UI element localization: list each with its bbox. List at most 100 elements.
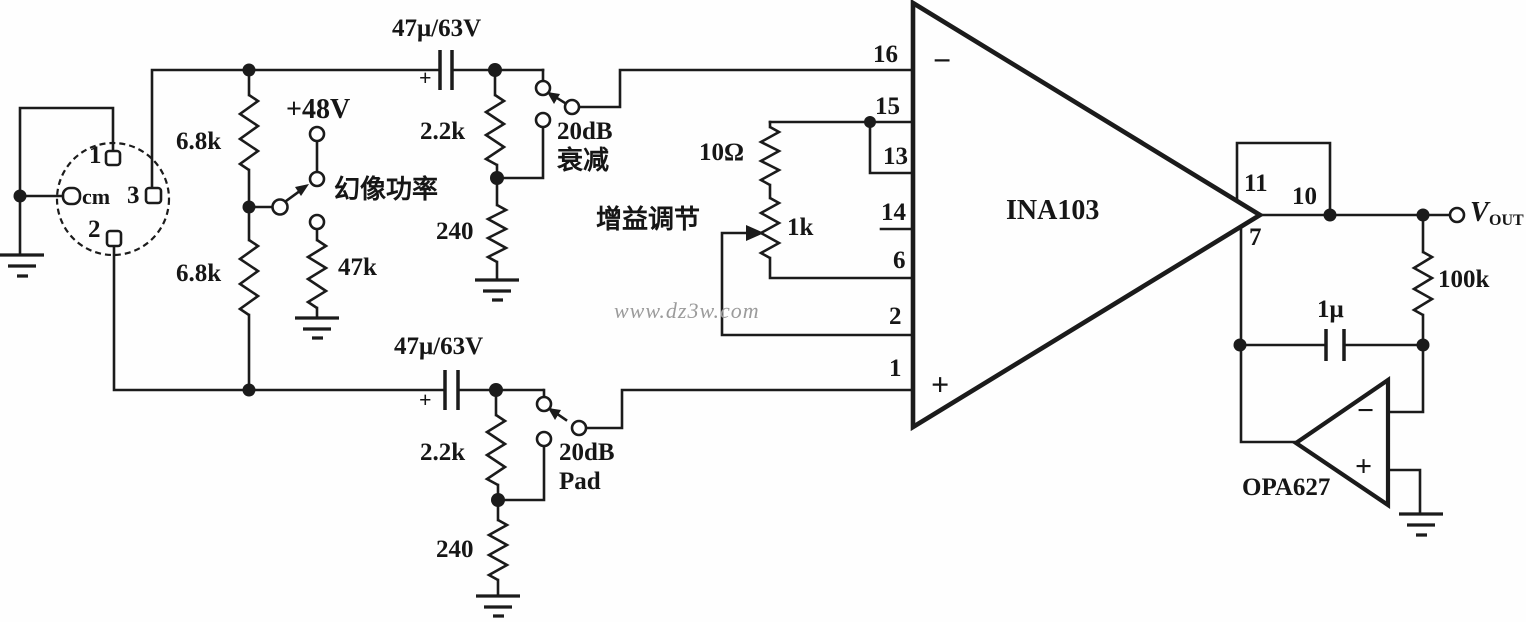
resistor-100k xyxy=(1411,250,1435,317)
ground-240-bottom xyxy=(476,594,520,618)
ina-pin7-label: 7 xyxy=(1249,224,1262,251)
cap-bottom-polarity: + xyxy=(419,387,432,412)
xlr-pin1-label: 1 xyxy=(89,142,102,169)
capacitor-set xyxy=(438,50,1346,410)
wire-pin15-13 xyxy=(768,120,915,175)
ina-pos-input-sign: + xyxy=(931,366,950,402)
phantom-supply-label: +48V xyxy=(286,94,351,125)
xlr-shield-pad xyxy=(61,186,82,206)
terminal-48v xyxy=(308,125,326,143)
gain-wiper-arrow xyxy=(746,225,764,241)
opa627-name: OPA627 xyxy=(1242,474,1331,501)
junction-dot xyxy=(1233,338,1247,352)
top-pad-output-contact xyxy=(563,98,581,116)
wire-bottom-pad-network xyxy=(494,388,546,596)
xlr-pin1-pad xyxy=(104,149,122,167)
watermark: www.dz3w.com xyxy=(614,298,760,323)
top-pad-contact-tap xyxy=(534,111,552,129)
junction-dot xyxy=(488,63,502,77)
wire-shield-ground xyxy=(18,106,115,255)
vout-label: V xyxy=(1470,197,1489,228)
resistor-1k-label: 1k xyxy=(787,214,814,241)
resistor-10ohm xyxy=(758,125,782,187)
ground-set xyxy=(0,253,1443,618)
resistor-6.8k-bottom-label: 6.8k xyxy=(176,260,222,287)
phantom-switch-pole xyxy=(271,198,289,216)
junction-dot xyxy=(242,200,256,214)
opamp-neg-input-sign: − xyxy=(1357,394,1375,427)
phantom-arm-arrow xyxy=(295,184,309,196)
ina103-name: INA103 xyxy=(1006,195,1100,226)
wire-top-pad-out xyxy=(577,68,915,109)
ina-pin10-label: 10 xyxy=(1292,183,1317,210)
opamp-pos-input-sign: + xyxy=(1355,450,1373,483)
resistor-6.8k-top-label: 6.8k xyxy=(176,128,222,155)
ina-pin13-label: 13 xyxy=(883,143,908,170)
ina-pin1-label: 1 xyxy=(889,355,902,382)
resistor-6.8k-bottom xyxy=(237,238,261,317)
pad-top-label-2: 衰减 xyxy=(557,146,610,175)
ina103-triangle xyxy=(910,0,1265,432)
wire-opamp-pos-ground xyxy=(1388,468,1422,514)
xlr-connector xyxy=(55,141,171,257)
junction-dot xyxy=(864,116,876,128)
junction-dot xyxy=(1323,208,1337,222)
resistor-2.2k-bottom xyxy=(484,413,508,487)
ina-pin15-label: 15 xyxy=(875,93,900,120)
ina-pin11-label: 11 xyxy=(1244,170,1268,197)
xlr-body-circle xyxy=(55,141,171,257)
resistor-240-top-label: 240 xyxy=(436,218,474,245)
arrowheads xyxy=(295,92,764,420)
bottom-pad-contact-tap xyxy=(535,430,553,448)
junction-dot xyxy=(242,63,256,77)
ground-shield xyxy=(0,253,44,278)
resistor-1k-pot xyxy=(758,196,782,260)
cap-1u-label: 1μ xyxy=(1317,296,1344,323)
cap-1u-servo xyxy=(1324,329,1346,361)
ina-pin6-label: 6 xyxy=(893,247,906,274)
opa627-triangle xyxy=(1292,376,1391,509)
junction-dot xyxy=(489,383,503,397)
xlr-pin2-label: 2 xyxy=(88,216,101,243)
top-pad-arm-arrow xyxy=(547,92,560,104)
wire-bottom-pad-out xyxy=(584,388,915,430)
pad-bottom-label-1: 20dB xyxy=(559,439,615,466)
xlr-pin3-label: 3 xyxy=(127,182,140,209)
resistor-47k xyxy=(305,238,329,310)
phantom-contact-48v xyxy=(308,170,326,188)
junction-dot xyxy=(490,171,504,185)
wire-phantom-switch xyxy=(247,139,319,318)
cap-top-polarity: + xyxy=(419,65,432,90)
wire-pin11-10-loop xyxy=(1235,141,1332,217)
junction-dot xyxy=(1416,338,1430,352)
resistor-2.2k-top xyxy=(483,93,507,167)
phantom-power-label: 幻像功率 xyxy=(334,175,439,204)
contact-set xyxy=(271,79,1466,448)
resistor-2.2k-top-label: 2.2k xyxy=(420,118,466,145)
wire-gain-network xyxy=(768,120,915,280)
vout-subscript: OUT xyxy=(1489,212,1524,229)
junction-dot xyxy=(491,493,505,507)
top-pad-pole xyxy=(534,79,552,97)
wire-pin7-feedback xyxy=(1239,225,1298,444)
cap-47u-top xyxy=(438,50,454,90)
resistor-100k-label: 100k xyxy=(1438,266,1490,293)
ina-pin2-label: 2 xyxy=(889,303,902,330)
bottom-pad-output-contact xyxy=(570,419,588,437)
resistor-240-top xyxy=(485,203,509,264)
vout-terminal xyxy=(1448,206,1466,224)
xlr-pin2-pad xyxy=(105,229,123,248)
gain-adjust-label: 增益调节 xyxy=(596,205,701,234)
junction-dot xyxy=(1416,208,1430,222)
ground-47k xyxy=(295,316,339,340)
resistor-10ohm-label: 10Ω xyxy=(699,139,745,166)
pad-bottom-label-2: Pad xyxy=(559,468,601,495)
junction-dots xyxy=(13,63,1430,507)
wire-pot-wiper xyxy=(720,231,915,337)
junction-dot xyxy=(13,189,27,203)
cap-bottom-label: 47μ/63V xyxy=(394,333,484,360)
resistor-2.2k-bottom-label: 2.2k xyxy=(420,439,466,466)
cap-top-label: 47μ/63V xyxy=(392,15,482,42)
